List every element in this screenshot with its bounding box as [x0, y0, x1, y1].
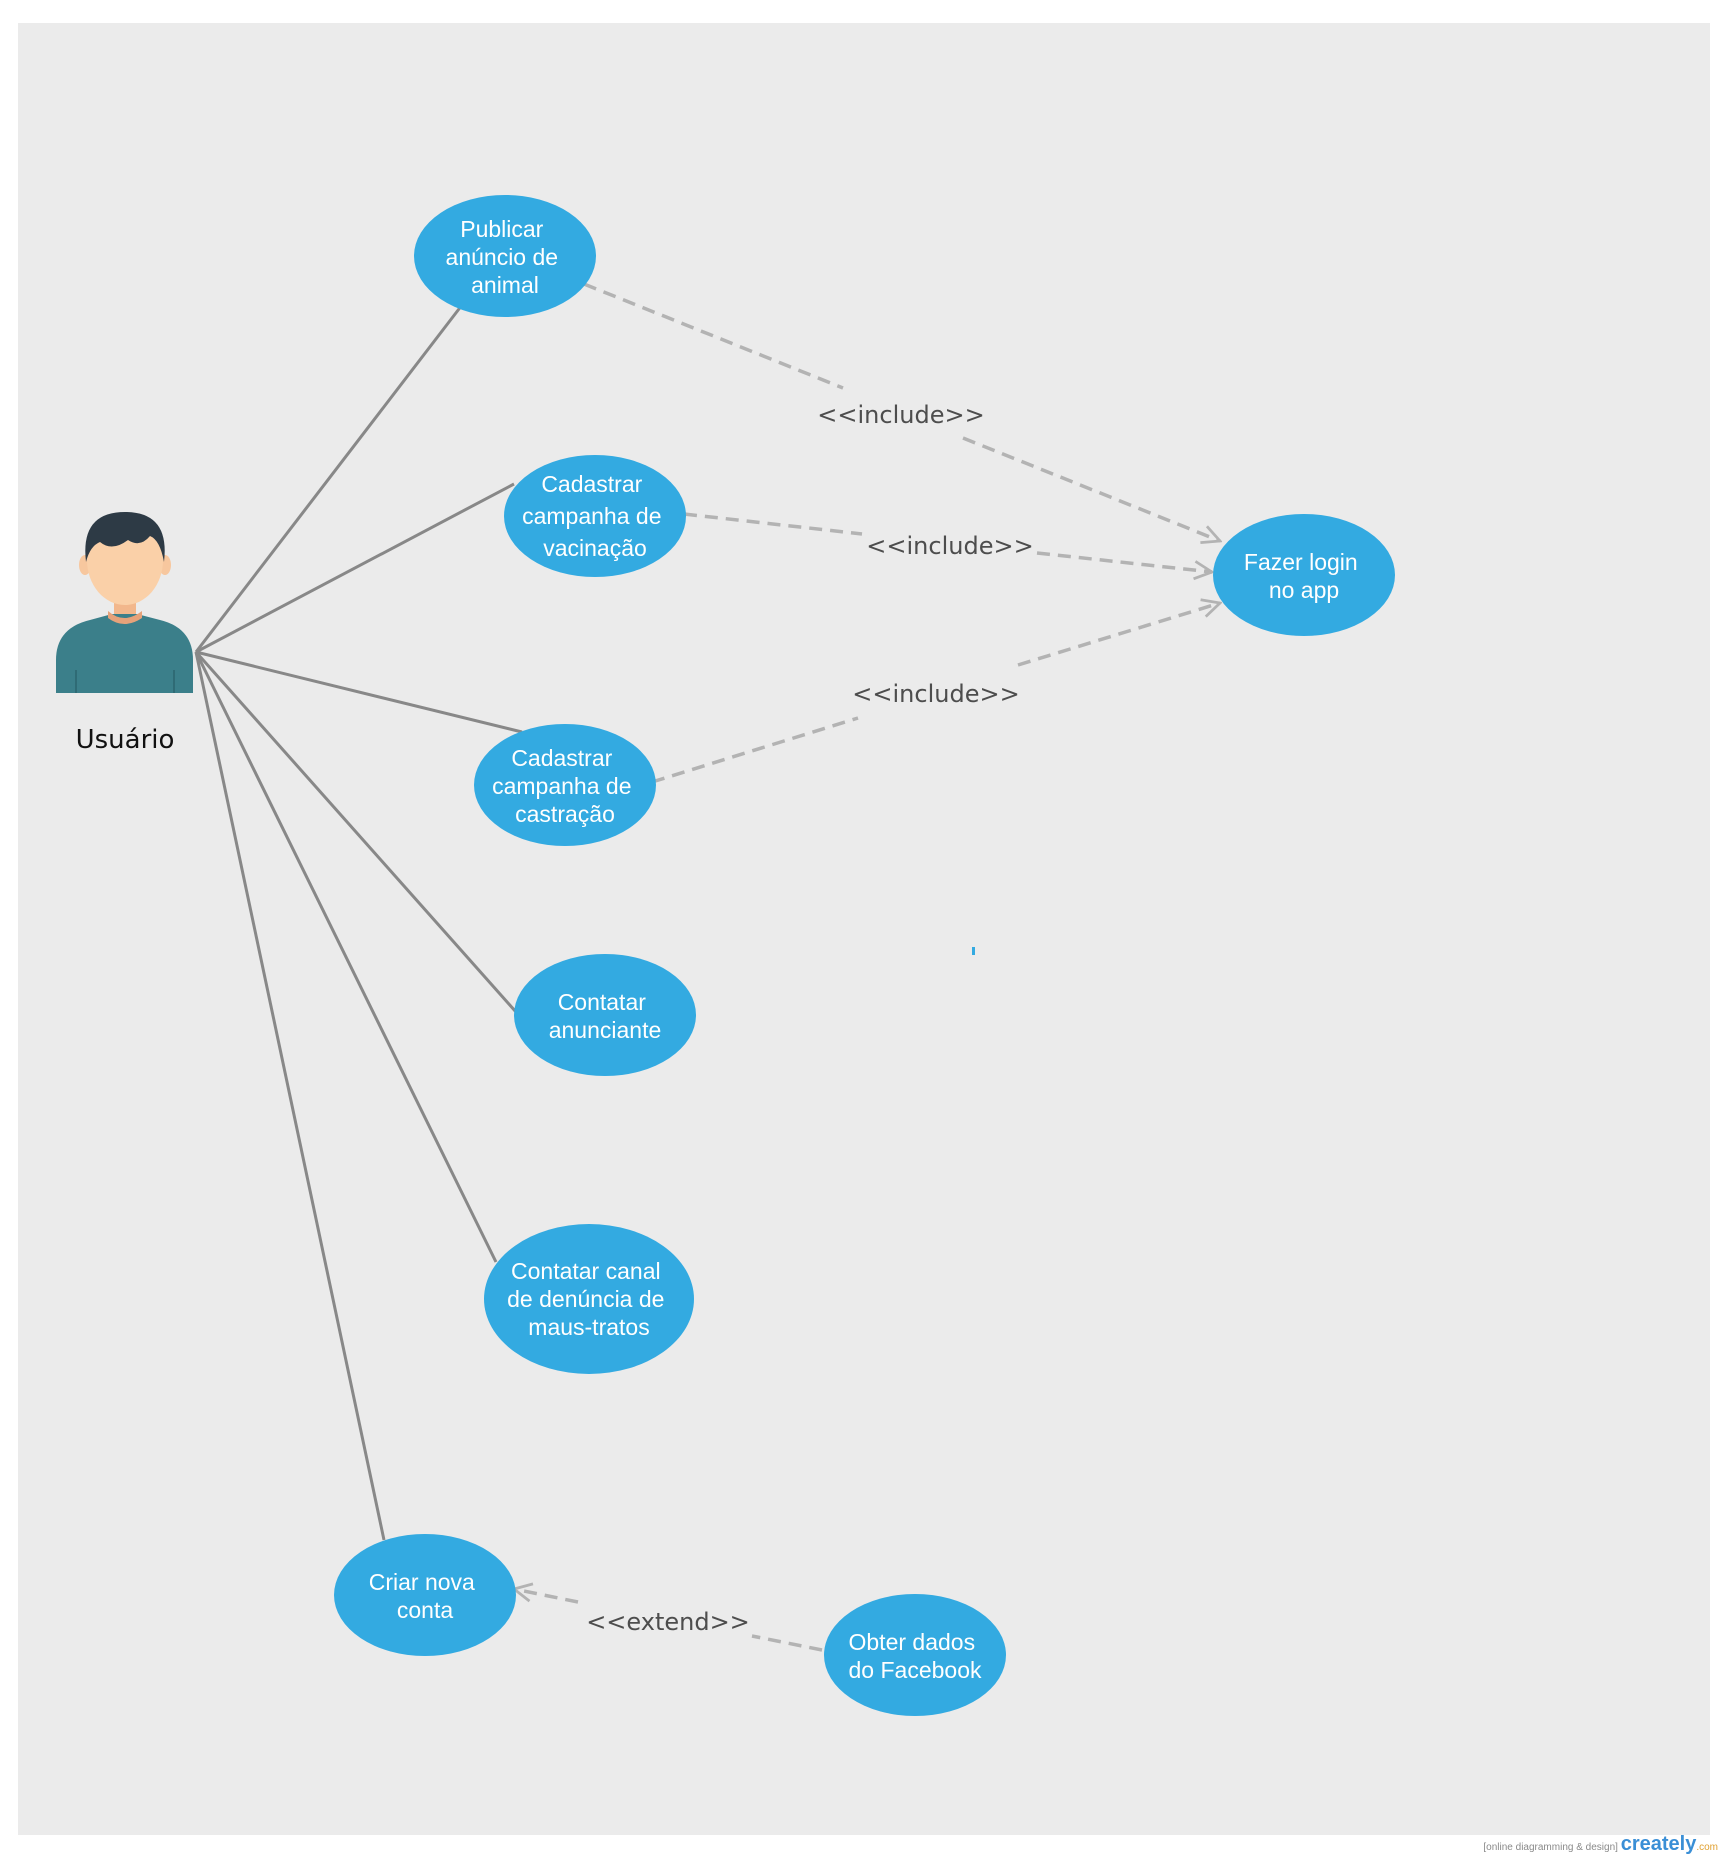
include-line-vacinacao[interactable] — [683, 512, 1212, 572]
include-line-castracao[interactable] — [651, 603, 1220, 784]
use-case-contatar-anunciante[interactable]: Contatar anunciante — [514, 954, 696, 1076]
svg-text:Cadastrar campanha de: Cadastrar campanha de vacinação — [522, 471, 668, 561]
use-case-criar-conta-line-2: conta — [397, 1597, 453, 1623]
use-case-publicar[interactable]: Publicar anúncio de animal — [414, 195, 596, 317]
watermark-tagline: [online diagramming & design] — [1483, 1842, 1618, 1853]
use-case-facebook-line-2: do Facebook — [849, 1657, 982, 1683]
include-label-1: <<include>> — [817, 401, 984, 429]
use-case-denuncia-line-1: Contatar canal — [511, 1258, 661, 1284]
svg-text:Criar nova conta: Criar nova conta — [369, 1569, 482, 1623]
association-criar-conta[interactable] — [194, 651, 386, 1541]
stray-mark — [972, 947, 975, 955]
associations — [194, 304, 523, 1541]
use-case-vacinacao[interactable]: Cadastrar campanha de vacinação — [504, 455, 686, 577]
association-castracao[interactable] — [195, 650, 523, 734]
use-case-publicar-line-3: animal — [471, 272, 539, 298]
use-case-denuncia-line-3: maus-tratos — [528, 1314, 649, 1340]
extend-label: <<extend>> — [586, 1608, 750, 1636]
actor-user-icon[interactable] — [56, 512, 193, 693]
use-case-publicar-line-2: anúncio de — [446, 244, 559, 270]
use-case-vacinacao-line-3: vacinação — [543, 535, 647, 561]
use-case-login-line-1: Fazer login — [1244, 549, 1358, 575]
association-publicar[interactable] — [194, 304, 464, 653]
use-case-denuncia-line-2: de denúncia de — [507, 1286, 664, 1312]
include-line-publicar[interactable] — [583, 282, 1220, 541]
use-case-castracao[interactable]: Cadastrar campanha de castração — [474, 724, 656, 846]
use-case-denuncia[interactable]: Contatar canal de denúncia de maus-trato… — [484, 1224, 694, 1374]
svg-text:Obter dados do Facebook: Obter dados do Facebook — [849, 1629, 982, 1683]
svg-text:Publicar anúncio de: Publicar anúncio de animal — [446, 216, 565, 298]
use-case-castracao-line-3: castração — [515, 801, 615, 827]
association-vacinacao[interactable] — [195, 482, 515, 654]
actor-label: Usuário — [76, 725, 175, 755]
use-case-vacinacao-line-2: campanha de — [522, 503, 661, 529]
watermark-domain: .com — [1696, 1842, 1718, 1853]
svg-text:Cadastrar campanha de: Cadastrar campanha de castração — [492, 745, 638, 827]
use-case-facebook-line-1: Obter dados — [849, 1629, 976, 1655]
use-case-facebook[interactable]: Obter dados do Facebook — [824, 1594, 1006, 1716]
association-denuncia[interactable] — [194, 651, 498, 1263]
use-case-criar-conta-line-1: Criar nova — [369, 1569, 475, 1595]
use-case-contatar-anunciante-line-2: anunciante — [549, 1017, 662, 1043]
creately-logo: creately — [1620, 1833, 1697, 1855]
use-case-vacinacao-line-1: Cadastrar — [541, 471, 642, 497]
use-case-castracao-line-2: campanha de — [492, 773, 631, 799]
dependencies — [514, 282, 1220, 1652]
svg-text:Contatar canal de denúnc: Contatar canal de denúncia de maus-trato… — [507, 1258, 671, 1340]
extend-line[interactable] — [514, 1589, 823, 1652]
use-case-publicar-line-1: Publicar — [460, 216, 543, 242]
use-case-criar-conta[interactable]: Criar nova conta — [334, 1534, 516, 1656]
include-label-3: <<include>> — [852, 680, 1019, 708]
use-case-login-line-2: no app — [1269, 577, 1339, 603]
association-contatar-anunciante[interactable] — [194, 651, 518, 1013]
watermark: [online diagramming & design] creately.c… — [1483, 1833, 1718, 1856]
use-case-login[interactable]: Fazer login no app — [1213, 514, 1395, 636]
svg-text:Contatar anunciante: Contatar anunciante — [549, 989, 662, 1043]
include-label-2: <<include>> — [866, 532, 1033, 560]
svg-text:Fazer login no app: Fazer login no app — [1244, 549, 1364, 603]
use-case-contatar-anunciante-line-1: Contatar — [558, 989, 647, 1015]
diagram-canvas — [18, 23, 1710, 1835]
use-case-castracao-line-1: Cadastrar — [511, 745, 612, 771]
